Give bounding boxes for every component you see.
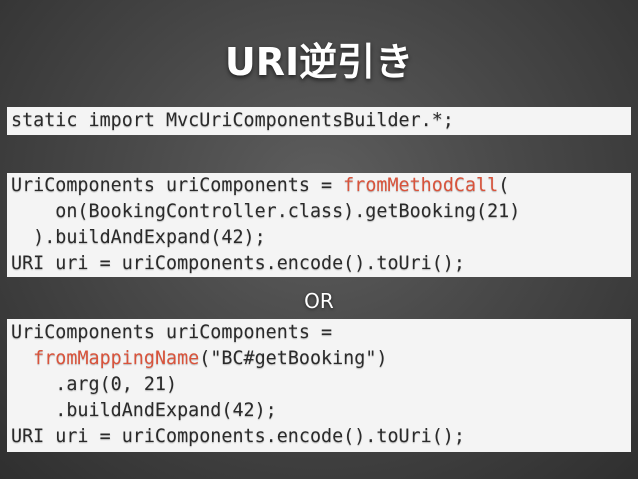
code-line: UriComponents uriComponents = bbox=[11, 322, 333, 343]
code-block-from-mapping-name: UriComponents uriComponents = fromMappin… bbox=[7, 319, 631, 452]
code-block-import: static import MvcUriComponentsBuilder.*; bbox=[7, 107, 631, 135]
or-separator: OR bbox=[304, 289, 334, 313]
code-text: UriComponents uriComponents = bbox=[11, 175, 344, 196]
highlighted-method-name: fromMappingName bbox=[33, 348, 200, 369]
highlighted-method-name: fromMethodCall bbox=[343, 175, 499, 196]
code-block-from-method-call: UriComponents uriComponents = fromMethod… bbox=[7, 173, 631, 277]
code-line: fromMappingName("BC#getBooking") bbox=[11, 346, 627, 372]
code-line: ).buildAndExpand(42); bbox=[11, 227, 266, 248]
code-line: UriComponents uriComponents = fromMethod… bbox=[11, 173, 627, 199]
code-line: URI uri = uriComponents.encode().toUri()… bbox=[11, 426, 465, 447]
code-line: on(BookingController.class).getBooking(2… bbox=[11, 201, 521, 222]
slide-title: URI逆引き bbox=[224, 40, 414, 84]
code-line: .buildAndExpand(42); bbox=[11, 400, 277, 421]
code-line: static import MvcUriComponentsBuilder.*; bbox=[11, 110, 454, 131]
code-text: ( bbox=[498, 175, 510, 196]
code-text: ("BC#getBooking") bbox=[199, 348, 388, 369]
code-line: .arg(0, 21) bbox=[11, 374, 178, 395]
code-line: URI uri = uriComponents.encode().toUri()… bbox=[11, 253, 465, 274]
code-text bbox=[11, 348, 33, 369]
